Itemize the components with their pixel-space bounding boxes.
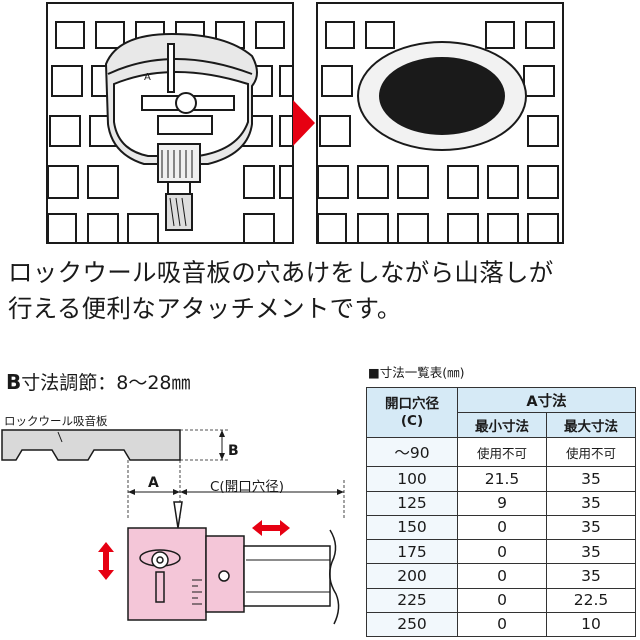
cell-min: 0 (457, 611, 547, 638)
headline-line-2: 行える便利なアタッチメントです。 (8, 294, 402, 323)
illustration-after (316, 2, 564, 244)
svg-text:A: A (144, 72, 151, 83)
cell-max: 35 (546, 490, 636, 516)
b-adjust-text: 寸法調節：8～28㎜ (21, 372, 191, 394)
dim-label-c: C(開口穴径) (210, 479, 284, 495)
cell-min: 0 (457, 587, 547, 613)
cell-max: 使用不可 (546, 436, 636, 468)
col-header-opening-line1: 開口穴径 (385, 395, 439, 412)
cell-min: 0 (457, 539, 547, 565)
horizontal-adjust-arrow-icon (252, 520, 290, 536)
cell-opening: ～90 (366, 436, 458, 468)
next-step-arrow-icon (293, 100, 315, 146)
cell-max: 35 (546, 539, 636, 565)
cross-section-diagram (1, 429, 345, 625)
cell-min: 21.5 (457, 466, 547, 492)
cell-opening: 150 (366, 514, 458, 541)
col-header-max: 最大寸法 (546, 412, 636, 438)
dim-label-b: B (228, 443, 239, 459)
cell-min: 9 (457, 490, 547, 516)
cell-opening: 175 (366, 539, 458, 565)
cell-opening: 125 (366, 490, 458, 516)
b-adjust-title: B寸法調節：8～28㎜ (6, 368, 191, 395)
hole-saw-illustration: A (48, 21, 292, 242)
illustration-before: A (46, 2, 294, 244)
table-title: ■寸法一覧表(㎜) (368, 365, 465, 380)
cell-min: 0 (457, 514, 547, 541)
cut-hole-illustration (318, 21, 559, 242)
cell-max: 35 (546, 514, 636, 541)
cell-max: 35 (546, 563, 636, 589)
cell-min: 0 (457, 563, 547, 589)
cell-opening: 225 (366, 587, 458, 613)
cell-max: 22.5 (546, 587, 636, 613)
col-header-opening-line2: (C) (400, 412, 424, 429)
cell-opening: 250 (366, 611, 458, 638)
col-header-a: A寸法 (457, 387, 636, 413)
col-header-opening: 開口穴径 (C) (366, 387, 458, 438)
board-label: ロックウール吸音板 (4, 414, 108, 428)
dim-label-a: A (148, 475, 159, 491)
b-adjust-prefix: B (6, 370, 22, 394)
headline-line-1: ロックウール吸音板の穴あけをしながら山落しが (8, 258, 554, 287)
vertical-adjust-arrow-icon (98, 542, 114, 580)
cell-opening: 200 (366, 563, 458, 589)
cell-max: 35 (546, 466, 636, 492)
cell-max: 10 (546, 611, 636, 638)
col-header-min: 最小寸法 (457, 412, 547, 438)
cell-min: 使用不可 (457, 436, 547, 468)
cell-opening: 100 (366, 466, 458, 492)
